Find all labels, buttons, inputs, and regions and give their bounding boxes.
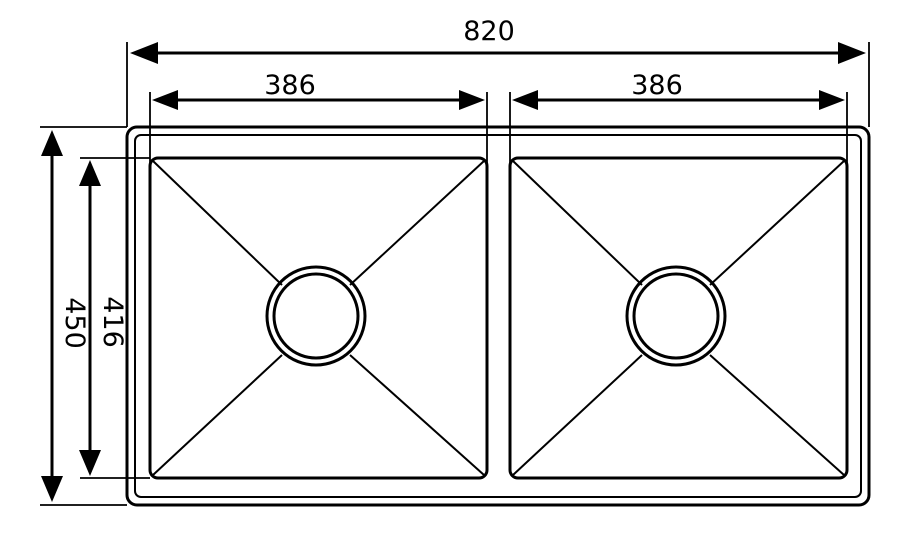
left-bowl-width-label: 386 [264,70,316,101]
overall-depth-label: 450 [59,297,90,349]
right-bowl-width-label: 386 [631,70,683,101]
overall-depth-dimension: 450 [40,126,127,506]
bowl-depth-dimension: 416 [79,157,150,479]
sink-outer-rim [125,125,871,507]
left-bowl [148,156,489,480]
right-bowl [508,156,849,480]
bowl-depth-label: 416 [97,296,128,348]
left-drain-icon [265,265,367,367]
overall-width-dimension: 820 [126,16,870,127]
right-drain-icon [625,265,727,367]
left-bowl-width-dimension: 386 [149,70,488,170]
right-bowl-width-dimension: 386 [509,70,848,170]
overall-width-label: 820 [463,16,515,47]
